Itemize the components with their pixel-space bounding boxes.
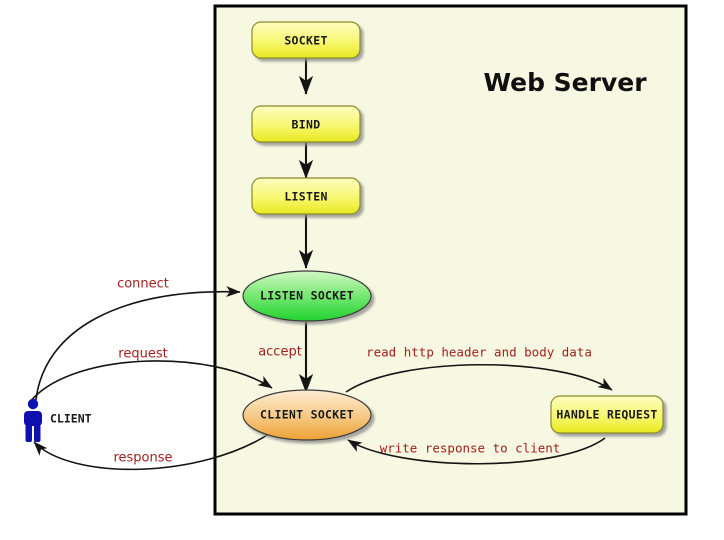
node-listen-label: LISTEN (284, 190, 327, 204)
node-bind-label: BIND (292, 118, 321, 132)
node-listen-shape (251, 177, 361, 215)
client-actor-icon[interactable]: CLIENT (24, 398, 92, 442)
node-handle-request[interactable]: HANDLE REQUEST (550, 395, 664, 434)
node-socket-label: SOCKET (284, 34, 327, 48)
node-bind[interactable]: BIND (251, 105, 361, 143)
edge-client-socket-to-client (33, 431, 273, 471)
actor-head-icon (27, 398, 39, 410)
node-socket[interactable]: SOCKET (251, 21, 361, 59)
actor-right-leg-icon (34, 424, 41, 442)
node-listen-socket-shape (242, 270, 372, 322)
node-listen-socket-label: LISTEN SOCKET (260, 289, 354, 303)
edge-label-read-http: read http header and body data (366, 345, 592, 360)
node-socket-shape (251, 21, 361, 59)
edge-label-response: response (113, 451, 172, 466)
node-listen[interactable]: LISTEN (251, 177, 361, 215)
edge-client-to-listen-socket (35, 286, 241, 401)
edge-client-to-client-socket (29, 360, 273, 403)
edge-label-connect: connect (117, 277, 169, 292)
node-bind-shape (251, 105, 361, 143)
client-actor-label: CLIENT (50, 412, 92, 426)
node-client-socket-shape (242, 389, 372, 441)
node-handle-request-shape (550, 395, 664, 434)
actor-body-icon (24, 411, 42, 426)
edge-label-write-response: write response to client (380, 441, 561, 456)
page-title: Web Server (483, 68, 647, 97)
actor-left-leg-icon (25, 424, 32, 442)
node-client-socket[interactable]: CLIENT SOCKET (242, 389, 372, 441)
edge-label-request: request (118, 347, 167, 362)
edge-handle-request-to-client-socket (347, 437, 606, 465)
edge-client-socket-to-handle-request (345, 363, 613, 393)
edge-label-accept: accept (258, 345, 302, 360)
node-client-socket-label: CLIENT SOCKET (260, 408, 354, 422)
node-listen-socket[interactable]: LISTEN SOCKET (242, 270, 372, 322)
node-handle-request-label: HANDLE REQUEST (556, 408, 657, 422)
